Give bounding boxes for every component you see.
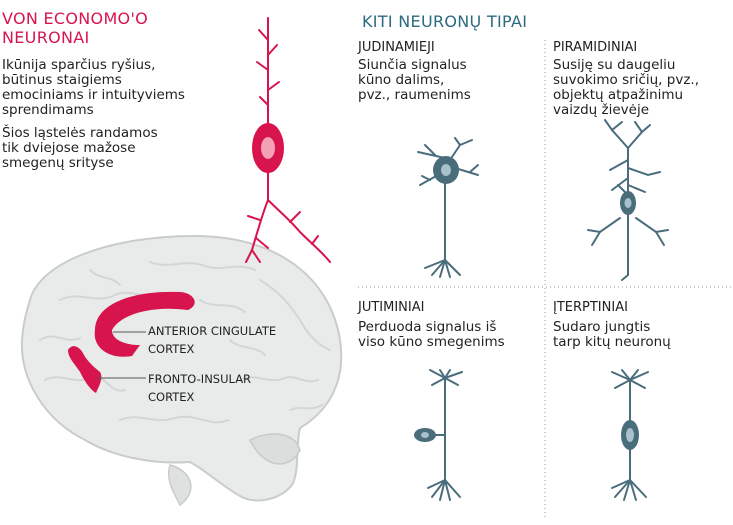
fi-label: FRONTO-INSULAR CORTEX — [148, 370, 348, 406]
von-economo-description-2: Šios ląstelės randamos tik dviejose mažo… — [2, 126, 232, 171]
pyramidal-desc-line: objektų atpažinimu — [553, 87, 684, 103]
von-economo-desc2-line: smegenų srityse — [2, 155, 114, 171]
sensory-neuron-icon — [426, 369, 463, 501]
von-economo-title-line2: NEURONAI — [2, 28, 90, 47]
motor-description: Siunčia signalus kūno dalims, pvz., raum… — [358, 58, 538, 103]
motor-desc-line: pvz., raumenims — [358, 87, 471, 103]
inter-desc-line: tarp kitų neuronų — [553, 334, 671, 350]
von-economo-desc2-line: tik dviejose mažose — [2, 140, 136, 156]
acc-label-line1: ANTERIOR CINGULATE — [148, 324, 277, 338]
motor-desc-line: Siunčia signalus — [358, 57, 467, 73]
sensory-description: Perduoda signalus iš viso kūno smegenims — [358, 320, 543, 350]
von-economo-nucleus — [261, 137, 275, 159]
sensory-title: JUTIMINIAI — [358, 300, 425, 315]
von-economo-description-1: Ikūnija sparčius ryšius, būtinus staigie… — [2, 58, 232, 118]
interneuron-icon — [611, 369, 649, 501]
other-types-title: KITI NEURONŲ TIPAI — [362, 12, 528, 31]
fi-label-line2: CORTEX — [148, 390, 195, 404]
inter-title: ĮTERPTINIAI — [553, 300, 628, 315]
von-economo-desc1-line: būtinus staigiems — [2, 72, 122, 88]
von-economo-title: VON ECONOMO'O NEURONAI — [2, 9, 202, 47]
sensory-neuron-nucleus — [421, 432, 429, 438]
von-economo-neuron-icon — [245, 17, 331, 263]
pyramidal-description: Susiję su daugeliu suvokimo sričių, pvz.… — [553, 58, 731, 118]
von-economo-desc1-line: sprendimams — [2, 102, 94, 118]
acc-label: ANTERIOR CINGULATE CORTEX — [148, 322, 348, 358]
pyramidal-desc-line: vaizdų žievėje — [553, 102, 650, 118]
motor-desc-line: kūno dalims, — [358, 72, 445, 88]
pyramidal-desc-line: Susiję su daugeliu — [553, 57, 676, 73]
motor-title: JUDINAMIEJI — [358, 40, 435, 55]
sensory-desc-line: Perduoda signalus iš — [358, 319, 497, 335]
motor-neuron-nucleus — [441, 164, 451, 176]
fi-label-line1: FRONTO-INSULAR — [148, 372, 252, 386]
inter-description: Sudaro jungtis tarp kitų neuronų — [553, 320, 731, 350]
inter-desc-line: Sudaro jungtis — [553, 319, 651, 335]
von-economo-desc2-line: Šios ląstelės randamos — [2, 125, 158, 141]
pyramidal-desc-line: suvokimo sričių, pvz., — [553, 72, 699, 88]
pyramidal-neuron-nucleus — [624, 198, 632, 208]
acc-label-line2: CORTEX — [148, 342, 195, 356]
brain-illustration — [20, 234, 343, 507]
von-economo-desc1-line: emociniams ir intuityviems — [2, 87, 185, 103]
interneuron-nucleus — [626, 428, 634, 442]
pyramidal-neuron-icon — [587, 119, 669, 281]
anterior-cingulate-region — [94, 291, 195, 357]
sensory-desc-line: viso kūno smegenims — [358, 334, 505, 350]
von-economo-desc1-line: Ikūnija sparčius ryšius, — [2, 57, 156, 73]
fronto-insular-region — [68, 346, 102, 393]
pyramidal-title: PIRAMIDINIAI — [553, 40, 638, 55]
von-economo-title-line1: VON ECONOMO'O — [2, 9, 149, 28]
